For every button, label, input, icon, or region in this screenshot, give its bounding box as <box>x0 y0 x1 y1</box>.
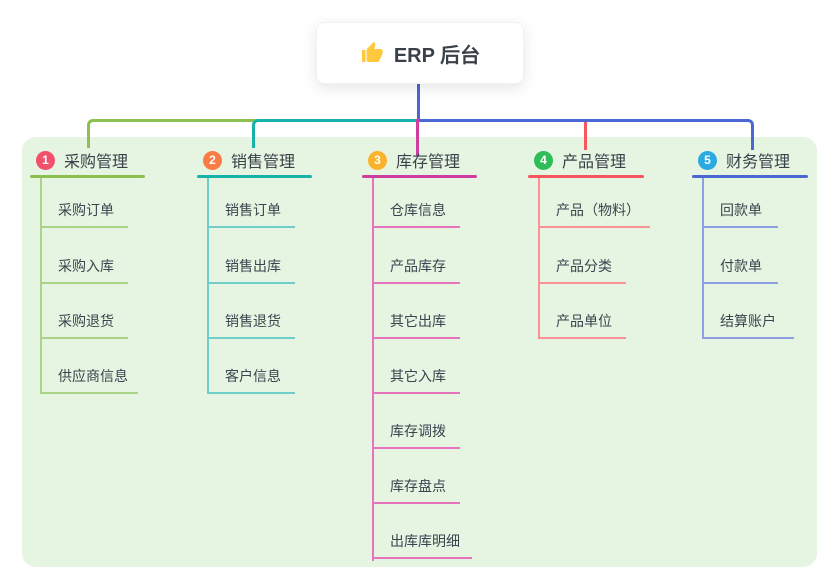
branch-label: 销售管理 <box>231 154 296 171</box>
branch-underline <box>528 175 644 178</box>
node-sales-outbound[interactable]: 销售出库 <box>207 244 295 284</box>
branch-badge-2: 2 <box>203 150 222 170</box>
branch-title-finance[interactable]: 5 财务管理 <box>698 147 790 173</box>
node-other-inbound[interactable]: 其它入库 <box>372 354 460 394</box>
branch-underline <box>362 175 477 178</box>
branch-underline <box>197 175 312 178</box>
node-supplier-info[interactable]: 供应商信息 <box>40 354 138 394</box>
branch-vline <box>702 178 704 339</box>
node-product-unit[interactable]: 产品单位 <box>538 299 626 339</box>
connector-branch-3 <box>416 119 419 156</box>
node-purchase-inbound[interactable]: 采购入库 <box>40 244 128 284</box>
connector-branch-2 <box>252 119 422 148</box>
branch-label: 采购管理 <box>64 154 129 171</box>
node-product-category[interactable]: 产品分类 <box>538 244 626 284</box>
node-stock-taking[interactable]: 库存盘点 <box>372 464 460 504</box>
branch-vline <box>40 178 42 394</box>
branch-badge-1: 1 <box>36 150 55 170</box>
branches-panel <box>22 137 817 567</box>
node-sales-return[interactable]: 销售退货 <box>207 299 295 339</box>
node-outbound-detail[interactable]: 出库库明细 <box>372 519 472 559</box>
node-product-stock[interactable]: 产品库存 <box>372 244 460 284</box>
node-purchase-return[interactable]: 采购退货 <box>40 299 128 339</box>
branch-underline <box>30 175 145 178</box>
branch-underline <box>692 175 808 178</box>
node-sales-order[interactable]: 销售订单 <box>207 188 295 228</box>
branch-badge-3: 3 <box>368 150 387 170</box>
thumbs-up-icon <box>360 41 384 65</box>
node-other-outbound[interactable]: 其它出库 <box>372 299 460 339</box>
connector-branch-4 <box>584 122 587 150</box>
branch-vline <box>538 178 540 339</box>
branch-vline <box>372 178 374 561</box>
node-warehouse-info[interactable]: 仓库信息 <box>372 188 460 228</box>
node-payment-bill[interactable]: 付款单 <box>702 244 778 284</box>
branch-vline <box>207 178 209 394</box>
branch-title-product[interactable]: 4 产品管理 <box>534 147 626 173</box>
node-purchase-order[interactable]: 采购订单 <box>40 188 128 228</box>
node-product-material[interactable]: 产品（物料） <box>538 188 650 228</box>
branch-title-sales[interactable]: 2 销售管理 <box>203 147 295 173</box>
branch-label: 产品管理 <box>562 154 627 171</box>
node-customer-info[interactable]: 客户信息 <box>207 354 295 394</box>
branch-title-purchase[interactable]: 1 采购管理 <box>36 147 128 173</box>
root-node[interactable]: ERP 后台 <box>316 22 524 84</box>
branch-badge-5: 5 <box>698 150 717 170</box>
branch-label: 库存管理 <box>396 154 461 171</box>
branch-badge-4: 4 <box>534 150 553 170</box>
connector-branch-5 <box>419 119 754 150</box>
branch-label: 财务管理 <box>726 154 791 171</box>
node-stock-transfer[interactable]: 库存调拨 <box>372 409 460 449</box>
connector-root-stem <box>417 83 420 121</box>
branch-title-inventory[interactable]: 3 库存管理 <box>368 147 460 173</box>
root-label: ERP 后台 <box>393 44 481 67</box>
node-settlement-account[interactable]: 结算账户 <box>702 299 794 339</box>
node-receipt-bill[interactable]: 回款单 <box>702 188 778 228</box>
